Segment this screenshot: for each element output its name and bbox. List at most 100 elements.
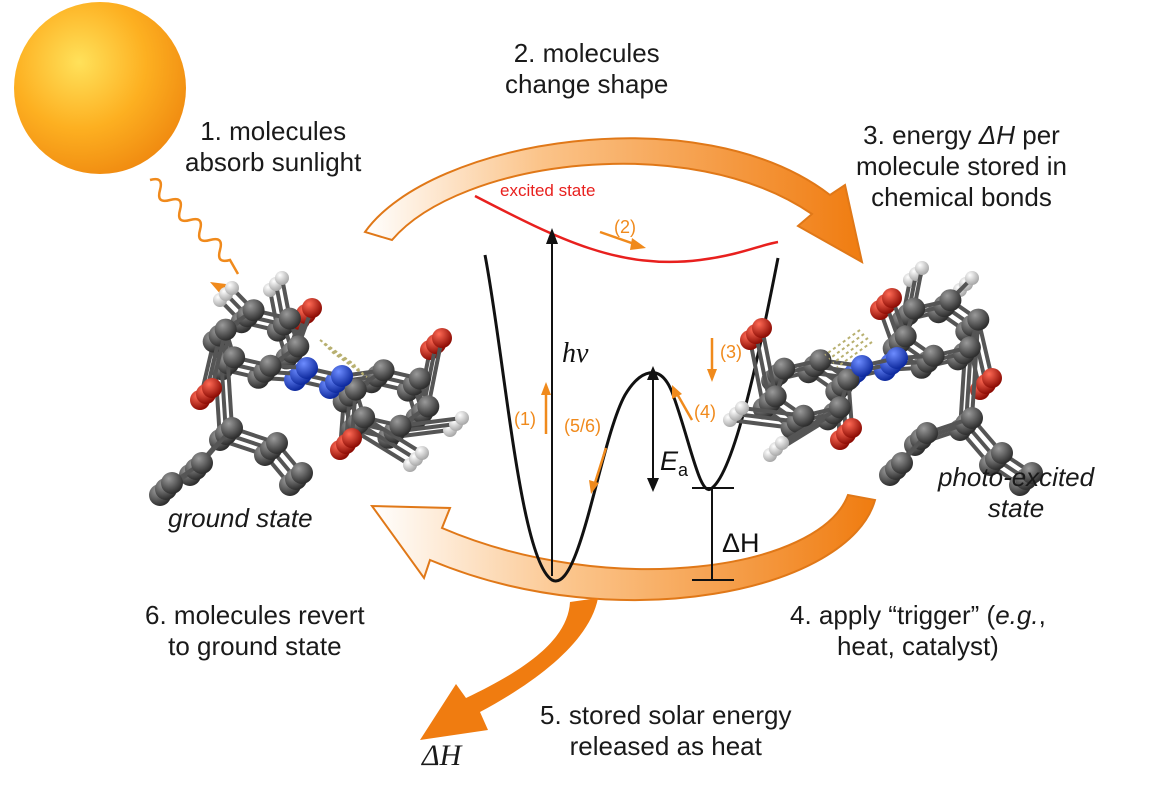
atom xyxy=(389,414,412,437)
ea-sub: a xyxy=(678,460,689,480)
arc-arrow-bottom xyxy=(370,493,877,601)
excited-state-curve xyxy=(474,194,779,264)
atom xyxy=(775,436,789,450)
photo-excited-line-2: state xyxy=(987,493,1045,523)
atom xyxy=(837,368,860,391)
atom xyxy=(278,307,301,330)
hydrogen-bond xyxy=(832,337,869,364)
atom xyxy=(916,422,938,444)
atom xyxy=(408,367,431,390)
atom xyxy=(764,385,787,408)
atom xyxy=(922,344,945,367)
step-4-arrow xyxy=(674,391,694,421)
atom xyxy=(296,357,318,379)
step-5-line-1: 5. stored solar energy xyxy=(540,700,792,730)
excited-state-label: excited state xyxy=(500,181,595,200)
step-1-label: 1. molecules absorb sunlight xyxy=(185,116,361,178)
step-6-label: 6. molecules revert to ground state xyxy=(145,600,365,662)
atom xyxy=(894,325,917,348)
step-3-arrowhead-icon xyxy=(707,369,717,382)
step-56-arrowhead-icon xyxy=(589,480,599,494)
ground-state-label: ground state xyxy=(168,503,313,533)
atom xyxy=(903,297,926,320)
ea-main: E xyxy=(660,446,679,476)
atom xyxy=(191,452,213,474)
step-1-line-2: absorb sunlight xyxy=(185,147,362,177)
atom xyxy=(891,452,913,474)
step-3-line-1a: 3. energy xyxy=(863,120,979,150)
ea-label: Ea xyxy=(660,446,689,480)
atom xyxy=(223,346,246,369)
atom xyxy=(967,308,990,331)
hydrogen-bond xyxy=(828,333,865,360)
marker-4: (4) xyxy=(694,402,716,422)
step-2-line-1: 2. molecules xyxy=(513,38,660,68)
atom xyxy=(214,318,237,341)
atom xyxy=(331,365,353,387)
step-4-eg: e.g. xyxy=(995,600,1039,630)
hv-arrowhead-icon xyxy=(546,228,558,244)
atom xyxy=(792,404,815,427)
atom xyxy=(828,396,851,419)
photo-excited-state-label: photo-excited state xyxy=(938,462,1094,524)
atom xyxy=(886,347,908,369)
hydrogen-bond xyxy=(836,341,873,368)
bond xyxy=(760,327,778,397)
atom xyxy=(915,261,929,275)
atom xyxy=(1021,462,1043,484)
bond xyxy=(426,337,444,407)
step-2-line-2: change shape xyxy=(505,69,669,99)
hydrogen-bond xyxy=(331,351,368,378)
atom xyxy=(982,368,1002,388)
atom xyxy=(291,462,313,484)
atom xyxy=(991,442,1013,464)
step-2-label: 2. molecules change shape xyxy=(505,38,668,100)
arc-arrow-top xyxy=(363,137,864,264)
bond xyxy=(351,427,412,467)
atom xyxy=(851,355,873,377)
photon-wave-icon xyxy=(149,177,240,275)
step-4-line-1a: 4. apply “trigger” ( xyxy=(790,600,996,630)
step-4-line-2: heat, catalyst) xyxy=(836,631,999,661)
step-4-line-1b: , xyxy=(1038,600,1046,630)
bond xyxy=(780,405,841,445)
atom xyxy=(202,378,222,398)
marker-3: (3) xyxy=(720,342,742,362)
step-5-line-2: released as heat xyxy=(569,731,762,761)
atom xyxy=(432,328,452,348)
bond xyxy=(357,421,418,461)
marker-2: (2) xyxy=(614,217,636,237)
ground-state-curve xyxy=(483,254,780,583)
bond xyxy=(363,415,424,455)
step-4-arrowhead-icon xyxy=(672,385,682,399)
delta-h-label: ΔH xyxy=(722,528,760,558)
atom xyxy=(939,289,962,312)
ea-arrowhead-down-icon xyxy=(647,478,659,492)
marker-56: (5/6) xyxy=(564,416,601,436)
bond xyxy=(223,329,234,429)
step-3-line-1b: per xyxy=(1015,120,1060,150)
atom xyxy=(302,298,322,318)
photo-excited-line-1: photo-excited xyxy=(938,462,1095,492)
step-3-line-1: 3. energy ΔH per xyxy=(856,120,1067,151)
atom xyxy=(958,336,981,359)
atom xyxy=(417,395,440,418)
released-heat-label: ΔH xyxy=(422,739,462,772)
step-4-line-1: 4. apply “trigger” (e.g., xyxy=(790,600,1046,631)
step-6-line-2: to ground state xyxy=(168,631,342,661)
step-3-label: 3. energy ΔH per molecule stored in chem… xyxy=(856,120,1067,213)
atom xyxy=(752,318,772,338)
atom xyxy=(965,271,979,285)
heat-release-arrow xyxy=(420,598,598,740)
step-1-arrowhead-icon xyxy=(541,382,551,395)
atom xyxy=(242,299,265,322)
atom xyxy=(342,428,362,448)
atom xyxy=(842,418,862,438)
step-5-label: 5. stored solar energy released as heat xyxy=(540,700,791,762)
atom xyxy=(882,288,902,308)
energy-landscape: excited state hν Ea ΔH (1) (2) (3) (4) (… xyxy=(474,181,780,583)
marker-1: (1) xyxy=(514,409,536,429)
atom xyxy=(735,401,749,415)
